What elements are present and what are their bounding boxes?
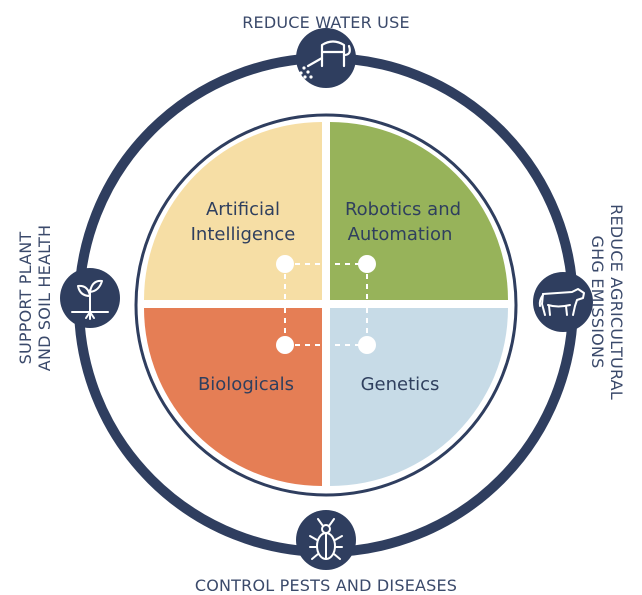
node-robotics [358,255,376,273]
cow-icon [533,272,593,332]
outcome-label-top: REDUCE WATER USE [242,13,410,32]
quadrant-label-ai-line1: Artificial [206,199,280,220]
outcome-label-left-line1: SUPPORT PLANT [16,232,35,365]
quadrant-label-robotics-line2: Automation [348,224,453,245]
quadrant-label-ai-line2: Intelligence [191,224,296,245]
quadrant-genetics [330,308,508,486]
node-ai [276,255,294,273]
node-biologicals [276,336,294,354]
quadrant-label-genetics: Genetics [361,374,440,395]
sprouting-plant-icon [60,268,120,328]
node-genetics [358,336,376,354]
outcome-label-right-line1: REDUCE AGRICULTURAL [607,204,626,400]
quadrant-robotics-automation [330,122,508,300]
beetle-icon [296,510,356,570]
watering-can-icon [296,28,356,88]
quadrant-label-robotics-line1: Robotics and [345,199,461,220]
outer-ring [74,53,578,557]
inner-ring [134,113,518,497]
quadrant-label-biologicals: Biologicals [198,374,294,395]
quadrant-biologicals [144,308,322,486]
outcome-label-right-line2: GHG EMISSIONS [588,236,607,369]
quadrant-artificial-intelligence [144,122,322,300]
outcome-label-bottom: CONTROL PESTS AND DISEASES [195,576,457,595]
outcome-label-left-line2: AND SOIL HEALTH [35,225,54,371]
